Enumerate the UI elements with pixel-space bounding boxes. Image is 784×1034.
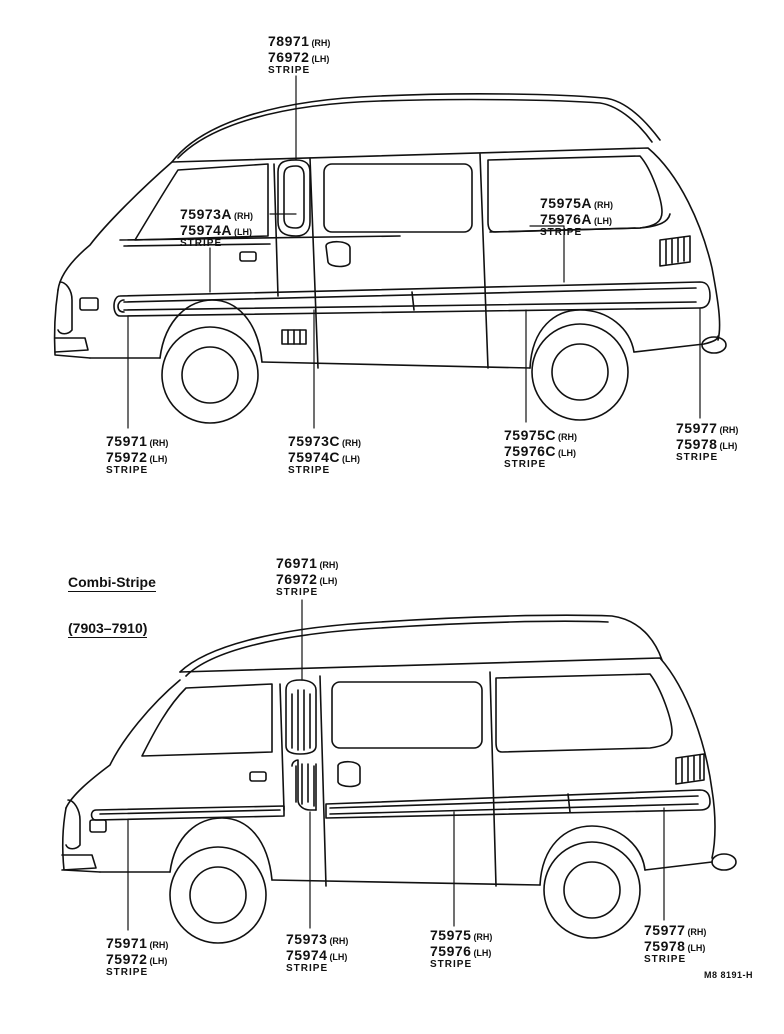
part-name: STRIPE <box>268 65 311 76</box>
lower-van-drawing <box>61 614 737 944</box>
callout-front-lower-stripe: 75971(RH) 75972(LH) STRIPE <box>106 434 168 476</box>
part-number: 75974A(LH) <box>180 222 253 238</box>
part-number: 75976C(LH) <box>504 443 577 459</box>
part-number: 75972(LH) <box>106 449 168 465</box>
combi-stripe-title: Combi-Stripe <box>68 574 156 592</box>
callout-rear-lower-stripe: 75975C(RH) 75976C(LH) STRIPE <box>504 428 577 470</box>
part-number: 76971(RH) <box>276 555 339 571</box>
part-number: 75975C(RH) <box>504 427 578 443</box>
part-number: 75975A(RH) <box>540 195 614 211</box>
callout-front-lower-stripe-combi: 75971(RH) 75972(LH) STRIPE <box>106 936 168 978</box>
part-number: 75977(RH) <box>676 420 739 436</box>
part-number: 75977(RH) <box>644 922 707 938</box>
callout-center-stripe: 75973(RH) 75974(LH) STRIPE <box>286 932 348 974</box>
part-name: STRIPE <box>288 465 331 476</box>
upper-van-drawing <box>53 93 727 424</box>
part-number: 75971(RH) <box>106 935 169 951</box>
part-number: 75974(LH) <box>286 947 348 963</box>
part-number: 75978(LH) <box>644 938 706 954</box>
drawing-code: M8 8191-H <box>704 970 754 980</box>
part-name: STRIPE <box>504 459 547 470</box>
part-name: STRIPE <box>276 587 319 598</box>
part-name: STRIPE <box>106 967 149 978</box>
part-number: 75972(LH) <box>106 951 168 967</box>
callout-center-lower-stripe: 75973C(RH) 75974C(LH) STRIPE <box>288 434 361 476</box>
part-number: 75974C(LH) <box>288 449 361 465</box>
part-name: STRIPE <box>430 959 473 970</box>
part-number: 76972(LH) <box>268 49 330 65</box>
upper-leader-lines <box>127 75 701 429</box>
part-number: 75975(RH) <box>430 927 493 943</box>
callout-rear-corner-stripe-combi: 75977(RH) 75978(LH) STRIPE <box>644 923 706 965</box>
part-number: 75976(LH) <box>430 943 492 959</box>
lower-leader-lines <box>127 599 665 931</box>
part-name: STRIPE <box>180 238 223 249</box>
part-name: STRIPE <box>540 227 583 238</box>
callout-rear-upper-stripe: 75975A(RH) 75976A(LH) STRIPE <box>540 196 613 238</box>
part-number: 76972(LH) <box>276 571 338 587</box>
model-period-label: (7903–7910) <box>68 620 148 638</box>
part-number: 75976A(LH) <box>540 211 613 227</box>
part-name: STRIPE <box>286 963 329 974</box>
part-number: 75978(LH) <box>676 436 738 452</box>
callout-roof-stripe-top: 78971(RH) 76972(LH) STRIPE <box>268 34 330 76</box>
part-number: 75971(RH) <box>106 433 169 449</box>
part-name: STRIPE <box>106 465 149 476</box>
callout-pillar-stripe: 76971(RH) 76972(LH) STRIPE <box>276 556 338 598</box>
part-name: STRIPE <box>676 452 719 463</box>
part-number: 78971(RH) <box>268 33 331 49</box>
callout-mid-stripe: 75975(RH) 75976(LH) STRIPE <box>430 928 492 970</box>
callout-rear-corner-stripe: 75977(RH) 75978(LH) STRIPE <box>676 421 738 463</box>
part-number: 75973C(RH) <box>288 433 362 449</box>
part-number: 75973A(RH) <box>180 206 254 222</box>
part-number: 75973(RH) <box>286 931 349 947</box>
callout-front-door-stripe: 75973A(RH) 75974A(LH) STRIPE <box>180 207 253 249</box>
part-name: STRIPE <box>644 954 687 965</box>
